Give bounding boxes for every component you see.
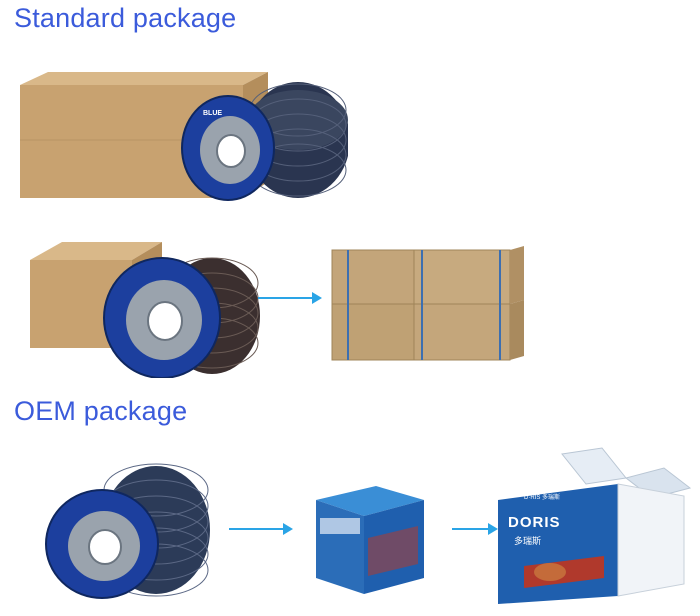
stacked-cartons	[330, 244, 526, 364]
arrow-right-icon	[452, 522, 498, 536]
standard-carton-with-disc-stack	[22, 238, 262, 378]
disc-label-brand: BLUE	[203, 110, 223, 117]
standard-package-title: Standard package	[14, 3, 237, 33]
standard-carton-with-discs: BLUE	[18, 70, 348, 210]
oem-carton-brand: DORIS	[508, 514, 561, 531]
oem-carton-small-brand: D·RIS 多瑞斯	[524, 495, 561, 501]
oem-carton: DORIS 多瑞斯 D·RIS 多瑞斯	[494, 446, 694, 606]
arrow-right-icon	[258, 291, 322, 305]
oem-package-title: OEM package	[14, 396, 188, 426]
oem-carton-tagline: 多瑞斯	[514, 536, 542, 546]
oem-small-box	[306, 478, 432, 598]
arrow-right-icon	[229, 522, 293, 536]
oem-disc-stack	[36, 462, 214, 602]
